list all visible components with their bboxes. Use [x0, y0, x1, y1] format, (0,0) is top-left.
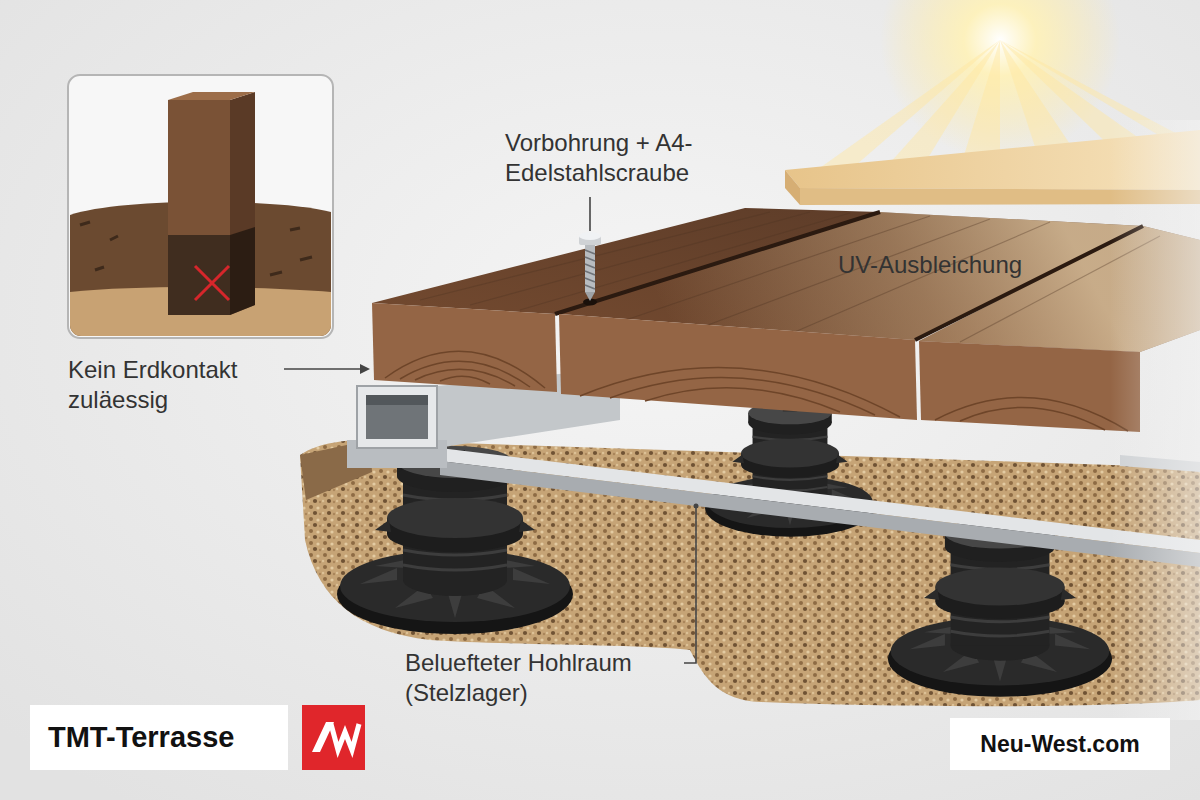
aluminium-joist: [366, 395, 428, 439]
inset-panel: [168, 235, 230, 315]
brand-logo: [302, 705, 365, 770]
bleached-plank: [785, 170, 800, 205]
inset-panel: [195, 266, 229, 300]
leader-line: [360, 364, 370, 374]
inset-panel: [168, 100, 230, 315]
brand-logo: [331, 724, 359, 750]
haze: [1110, 120, 1200, 720]
screw: [585, 244, 595, 292]
callout-label: Vorbohrung + A4-Edelstahlscraube: [505, 128, 785, 188]
inset-panel: [70, 92, 331, 336]
box-text: Neu-West.com: [980, 731, 1139, 758]
screw: [579, 232, 601, 240]
leader-line: [284, 364, 370, 374]
screw: [579, 232, 601, 306]
leader-line: [694, 504, 699, 509]
deck-boards: [559, 314, 917, 420]
callout-label: Kein Erdkontakt zuläessig: [68, 355, 298, 415]
brand-box: Neu-West.com: [950, 718, 1170, 770]
callout-label: Beluefteter Hohlraum (Stelzlager): [405, 648, 695, 708]
aluminium-rail: [440, 461, 1200, 567]
aluminium-rail: [440, 448, 1200, 553]
leader-line: [589, 197, 591, 231]
deck-boards: [919, 341, 1140, 432]
leader-line: [684, 508, 696, 663]
deck-boards: [935, 397, 1128, 431]
leader-line: [684, 504, 699, 664]
brand-logo: [302, 705, 365, 770]
deck-boards: [372, 303, 557, 392]
callout-label: UV-Ausbleichung: [838, 250, 1098, 280]
inset-panel: [230, 227, 255, 315]
deck-boards: [372, 208, 1200, 432]
inset-panel: [68, 75, 333, 338]
box-text: TMT-Terrasse: [48, 721, 234, 754]
deck-boards: [580, 368, 900, 417]
inset-panel: [230, 92, 255, 315]
screw: [585, 292, 595, 301]
aluminium-joist: [357, 386, 437, 448]
leader-line: [284, 368, 361, 370]
screw: [585, 250, 595, 289]
deck-boards: [385, 351, 545, 388]
aluminium-joist: [366, 395, 428, 405]
inset-panel: [168, 92, 255, 100]
aluminium-rail: [440, 448, 1200, 567]
inset-panel: [68, 75, 333, 338]
title-box: TMT-Terrasse: [30, 705, 288, 770]
